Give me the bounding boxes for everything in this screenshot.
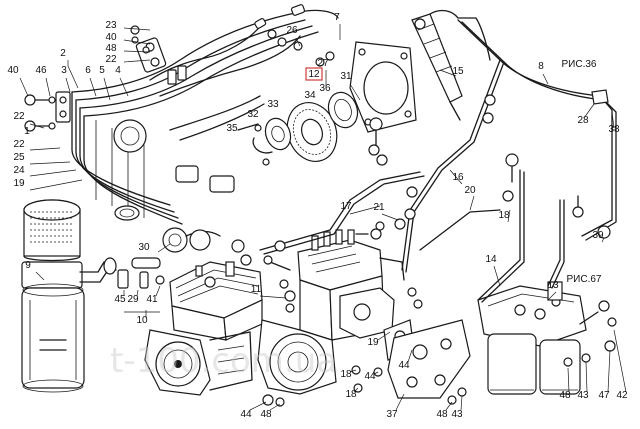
part-number-label: 48: [436, 409, 448, 420]
part-number-label: 25: [13, 152, 25, 163]
air-compressor: [144, 261, 263, 396]
part-number-label: 38: [608, 124, 620, 135]
intake-flange: [114, 205, 221, 289]
part-number-label: 35: [226, 123, 238, 134]
fuel-lines-bundle: [71, 4, 339, 225]
part-number-label: 16: [452, 172, 464, 183]
part-number-label: 44: [240, 409, 252, 420]
part-number-label: 46: [35, 65, 47, 76]
injector: [411, 9, 491, 121]
part-number-label: 7: [334, 12, 340, 23]
part-number-label: 48: [105, 43, 117, 54]
pipe-clamps: [55, 37, 235, 193]
part-number-label: 48: [559, 390, 571, 401]
part-number-label: 32: [247, 109, 259, 120]
part-number-label: 31: [340, 71, 352, 82]
part-number-label: 2: [60, 48, 66, 59]
part-number-label: 24: [13, 165, 25, 176]
part-number-label: 39: [592, 230, 604, 241]
part-number-label: 18: [498, 210, 510, 221]
part-number-label: 8: [538, 61, 544, 72]
pump-flange-gasket: [349, 41, 417, 133]
part-number-label: 19: [367, 337, 379, 348]
part-number-label: 1: [24, 126, 30, 137]
part-number-label: 28: [577, 115, 589, 126]
part-number-label: 22: [105, 54, 117, 65]
bolts-left: [24, 25, 150, 132]
part-number-label: 40: [105, 32, 117, 43]
part-number-label: 43: [577, 390, 589, 401]
part-number-label: 44: [398, 360, 410, 371]
air-filter: [21, 199, 117, 393]
part-number-label: 34: [304, 90, 316, 101]
part-number-label: 23: [105, 20, 117, 31]
part-number-label: 17: [340, 201, 352, 212]
part-number-label: 22: [13, 139, 25, 150]
part-number-label: 3: [61, 65, 67, 76]
part-number-label: 10: [136, 315, 148, 326]
part-number-label: 27: [317, 58, 329, 69]
part-number-label: 22: [13, 111, 25, 122]
part-number-label: 40: [7, 65, 19, 76]
part-number-label: 29: [127, 294, 139, 305]
part-number-label: 42: [616, 390, 628, 401]
part-number-label: 14: [485, 254, 497, 265]
part-number-label: 30: [138, 242, 150, 253]
part-number-label: 20: [464, 185, 476, 196]
part-number-label: 36: [319, 83, 331, 94]
part-number-label: 48: [260, 409, 272, 420]
part-number-label: 21: [373, 202, 385, 213]
part-number-label: 37: [386, 409, 398, 420]
part-number-label: 11: [251, 284, 262, 295]
watermark: t-100.com.ua: [110, 341, 337, 381]
pump-bracket: [387, 319, 471, 399]
part-number-label: 43: [451, 409, 463, 420]
part-number-label: 4: [115, 65, 121, 76]
part-number-label: 33: [267, 99, 279, 110]
part-number-label: 47: [598, 390, 610, 401]
part-number-label: 9: [25, 260, 31, 271]
part-number-label: 12: [308, 69, 320, 80]
figure-reference-label: РИС.36: [562, 59, 597, 70]
fuel-filter: [477, 281, 587, 395]
part-number-label: 45: [114, 294, 126, 305]
part-number-label: 18: [345, 389, 357, 400]
part-number-label: 13: [547, 280, 559, 291]
part-number-label: 19: [13, 178, 25, 189]
part-number-label: 41: [146, 294, 158, 305]
part-number-label: 18: [340, 369, 352, 380]
part-number-label: 5: [99, 65, 105, 76]
part-number-label: 6: [85, 65, 91, 76]
part-number-label: 15: [452, 66, 464, 77]
drive-gear-assembly: [237, 91, 359, 166]
part-number-label: 44: [364, 371, 376, 382]
part-number-label: 26: [286, 25, 298, 36]
figure-reference-label: РИС.67: [567, 274, 602, 285]
leader-lines: [19, 24, 627, 411]
highlight-box: [305, 67, 323, 81]
